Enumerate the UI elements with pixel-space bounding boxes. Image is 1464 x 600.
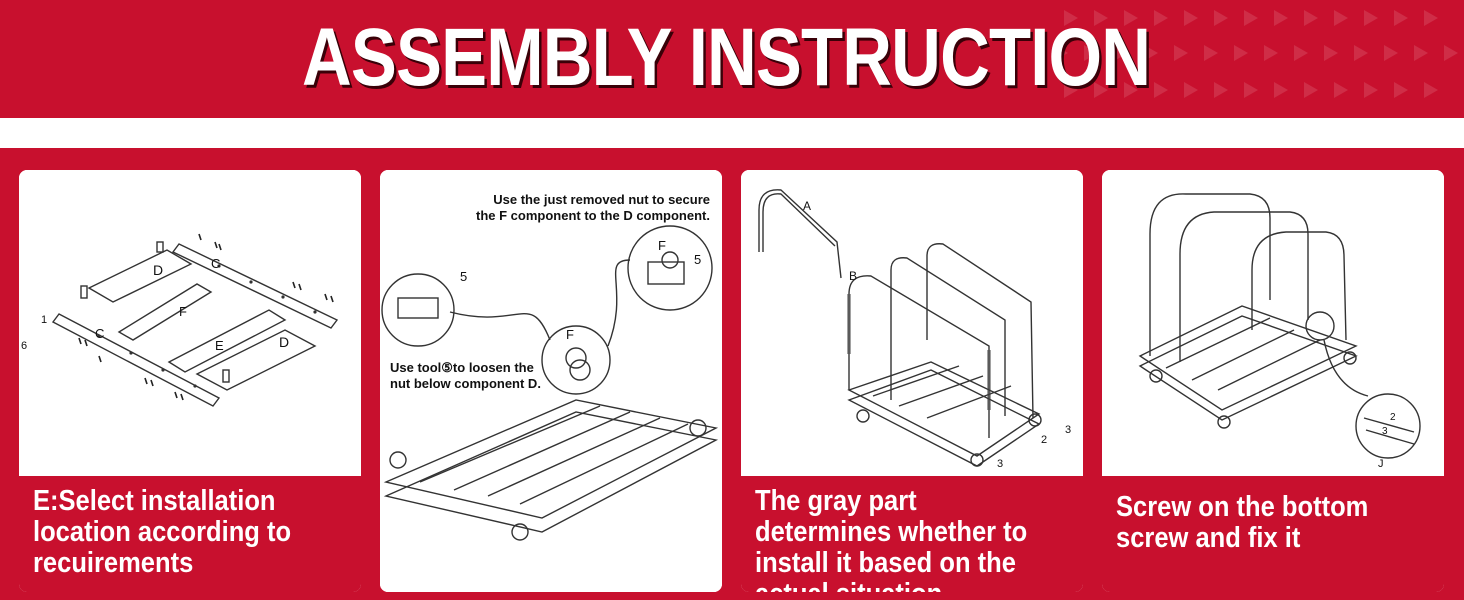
frame-wheel-detail-illustration [381, 225, 719, 541]
step-card-3: A B 2 3 3 The gray part determines wheth… [741, 170, 1083, 592]
step-4-caption: Screw on the bottom screw and fix it [1116, 491, 1369, 554]
step-3-diagram: A B 2 3 3 [741, 170, 1083, 476]
step-4-caption-bar: Screw on the bottom screw and fix it [1102, 476, 1444, 592]
part-label-c-2: C [95, 326, 105, 341]
step-card-2: Use the just removed nut to secure the F… [380, 170, 722, 592]
part-label-3: 3 [1065, 424, 1072, 436]
part-label-d: D [153, 262, 164, 278]
part-label-j: J [1378, 458, 1384, 470]
part-label-6: 6 [21, 340, 28, 352]
part-label-3-2: 3 [997, 458, 1004, 470]
part-label-b: B [849, 269, 858, 283]
completed-cart-illustration [1138, 193, 1421, 459]
page-title: ASSEMBLY INSTRUCTION [302, 12, 1151, 103]
step-2-diagram: Use the just removed nut to secure the F… [380, 170, 722, 592]
step-card-4: 3 2 J Screw on the bottom screw and fix … [1102, 170, 1444, 592]
part-label-f: F [179, 304, 187, 319]
part-label-d-2: D [279, 334, 290, 350]
part-label-2: 2 [1041, 434, 1048, 446]
step-2-note-top: Use the just removed nut to secure the F… [476, 192, 710, 223]
step-1-caption: E:Select installation location according… [33, 485, 292, 579]
step-1-diagram: D C F C E D 1 6 [19, 170, 361, 476]
header-spacer [0, 118, 1464, 148]
step-4-diagram: 3 2 J [1102, 170, 1444, 476]
step-3-caption: The gray part determines whether to inst… [755, 485, 1028, 593]
step-3-caption-bar: The gray part determines whether to inst… [741, 476, 1083, 592]
exploded-parts-illustration [51, 233, 339, 407]
tire-tread-decoration [1054, 10, 1458, 98]
callout-5-right: 5 [694, 252, 702, 267]
cart-assembly-illustration [758, 189, 1042, 467]
part-label-3: 3 [1382, 426, 1388, 437]
step-2-note-left: Use tool⑤to loosen the nut below compone… [390, 360, 541, 391]
part-label-2: 2 [1390, 412, 1396, 423]
part-label-c: C [211, 256, 221, 271]
step-1-caption-bar: E:Select installation location according… [19, 476, 361, 592]
part-label-1: 1 [41, 314, 48, 326]
header-banner: ASSEMBLY INSTRUCTION [0, 0, 1464, 118]
step-card-1: D C F C E D 1 6 E:Select installation lo… [19, 170, 361, 592]
callout-f-right: F [658, 238, 666, 253]
part-label-e: E [215, 338, 224, 353]
callout-5-left: 5 [460, 269, 468, 284]
callout-f-center: F [566, 327, 574, 342]
part-label-a: A [803, 199, 812, 213]
